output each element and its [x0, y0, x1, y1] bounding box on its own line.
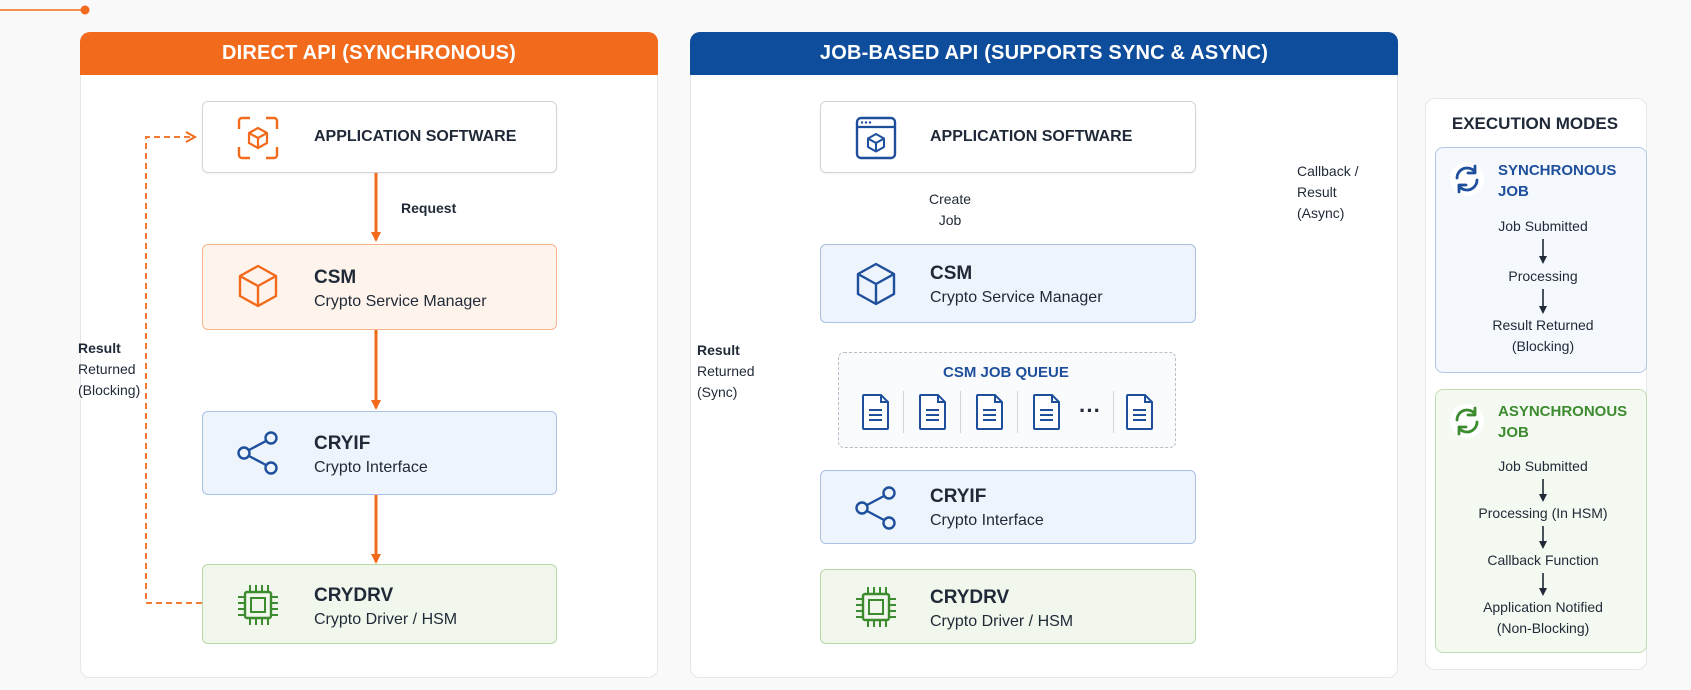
sync-step-job-submitted: Job Submitted [1498, 218, 1588, 234]
direct-crydrv-box: CRYDRV Crypto Driver / HSM [202, 564, 557, 644]
job-result-line-1: Result [697, 342, 740, 358]
job-result-label: Result Returned (Sync) [697, 340, 755, 403]
chip-icon [856, 587, 896, 627]
app-window-icon [855, 116, 897, 160]
document-icon [919, 394, 946, 430]
job-csm-box: CSM Crypto Service Manager [820, 244, 1196, 323]
job-csm-subtitle: Crypto Service Manager [930, 289, 1103, 306]
sync-step-processing: Processing [1508, 268, 1578, 284]
create-job-line-1: Create [929, 191, 972, 207]
job-app-software-title: APPLICATION SOFTWARE [930, 128, 1133, 145]
queue-separator [960, 391, 961, 433]
execution-modes-title: EXECUTION MODES [1451, 114, 1619, 133]
job-cryif-title: CRYIF [930, 486, 987, 507]
async-job-title: ASYNCHRONOUS JOB [1498, 401, 1627, 443]
job-cryif-box: CRYIF Crypto Interface [820, 470, 1196, 544]
chip-icon [238, 585, 278, 625]
job-cryif-subtitle: Crypto Interface [930, 512, 1044, 529]
job-result-line-3: (Sync) [697, 384, 738, 400]
job-crydrv-subtitle: Crypto Driver / HSM [930, 613, 1074, 630]
async-step-processing: Processing (In HSM) [1478, 505, 1608, 521]
callback-label: Callback / Result (Async) [1297, 161, 1358, 224]
direct-result-line-1: Result [78, 340, 121, 356]
callback-line-1: Callback / [1297, 163, 1359, 179]
direct-cryif-title: CRYIF [314, 433, 371, 454]
direct-crydrv-subtitle: Crypto Driver / HSM [314, 611, 458, 628]
document-icon [976, 394, 1003, 430]
direct-result-line-3: (Blocking) [78, 382, 141, 398]
sync-job-title-line-1: SYNCHRONOUS [1498, 162, 1617, 179]
direct-api-header-text: DIRECT API (SYNCHRONOUS) [221, 42, 517, 64]
create-job-line-2: Job [938, 212, 962, 228]
csm-job-queue [838, 352, 1176, 448]
sync-step-result-returned: Result Returned [1492, 317, 1594, 333]
async-step-app-notified: Application Notified [1483, 599, 1603, 615]
document-icon [1033, 394, 1060, 430]
job-api-header: JOB-BASED API (SUPPORTS SYNC & ASYNC) [690, 32, 1398, 75]
callback-line-3: (Async) [1297, 205, 1345, 221]
async-step-callback: Callback Function [1487, 552, 1599, 568]
direct-result-line-2: Returned [78, 361, 136, 377]
async-step-non-blocking: (Non-Blocking) [1496, 620, 1590, 636]
callback-line-2: Result [1297, 184, 1337, 200]
job-csm-title: CSM [930, 263, 973, 284]
cube-icon [238, 264, 278, 308]
sync-job-title: SYNCHRONOUS JOB [1498, 160, 1616, 202]
queue-separator [1017, 391, 1018, 433]
direct-csm-subtitle: Crypto Service Manager [314, 293, 487, 310]
sync-step-blocking: (Blocking) [1511, 338, 1575, 354]
document-icon [1126, 394, 1153, 430]
share-icon [237, 431, 278, 475]
direct-cryif-box: CRYIF Crypto Interface [202, 411, 557, 495]
document-icon [862, 394, 889, 430]
direct-result-label: Result Returned (Blocking) [78, 338, 140, 401]
job-app-software-box: APPLICATION SOFTWARE [820, 101, 1196, 173]
share-icon [855, 486, 896, 530]
sync-icon [1450, 162, 1484, 196]
job-crydrv-box: CRYDRV Crypto Driver / HSM [820, 569, 1196, 644]
create-job-label: Create Job [929, 189, 971, 231]
job-crydrv-title: CRYDRV [930, 587, 1010, 608]
async-job-title-line-2: JOB [1498, 424, 1529, 441]
direct-cryif-subtitle: Crypto Interface [314, 459, 428, 476]
direct-csm-title: CSM [314, 267, 357, 288]
direct-app-software-title: APPLICATION SOFTWARE [314, 128, 517, 145]
queue-separator [903, 391, 904, 433]
async-sync-icon [1450, 404, 1484, 438]
request-label: Request [401, 200, 457, 216]
queue-ellipsis: ··· [1079, 398, 1101, 423]
direct-app-software-box: APPLICATION SOFTWARE [202, 101, 557, 173]
cube-icon [856, 262, 896, 306]
app-window-icon [237, 116, 279, 160]
direct-api-header: DIRECT API (SYNCHRONOUS) [80, 32, 658, 75]
async-job-title-line-1: ASYNCHRONOUS [1498, 403, 1628, 420]
async-step-job-submitted: Job Submitted [1498, 458, 1588, 474]
job-api-header-text: JOB-BASED API (SUPPORTS SYNC & ASYNC) [819, 42, 1269, 64]
csm-job-queue-title: CSM JOB QUEUE [943, 364, 1069, 381]
job-result-line-2: Returned [697, 363, 755, 379]
sync-job-title-line-2: JOB [1498, 183, 1529, 200]
top-decor-line [0, 5, 90, 15]
queue-separator [1113, 391, 1114, 433]
direct-csm-box: CSM Crypto Service Manager [202, 244, 557, 330]
direct-crydrv-title: CRYDRV [314, 585, 394, 606]
